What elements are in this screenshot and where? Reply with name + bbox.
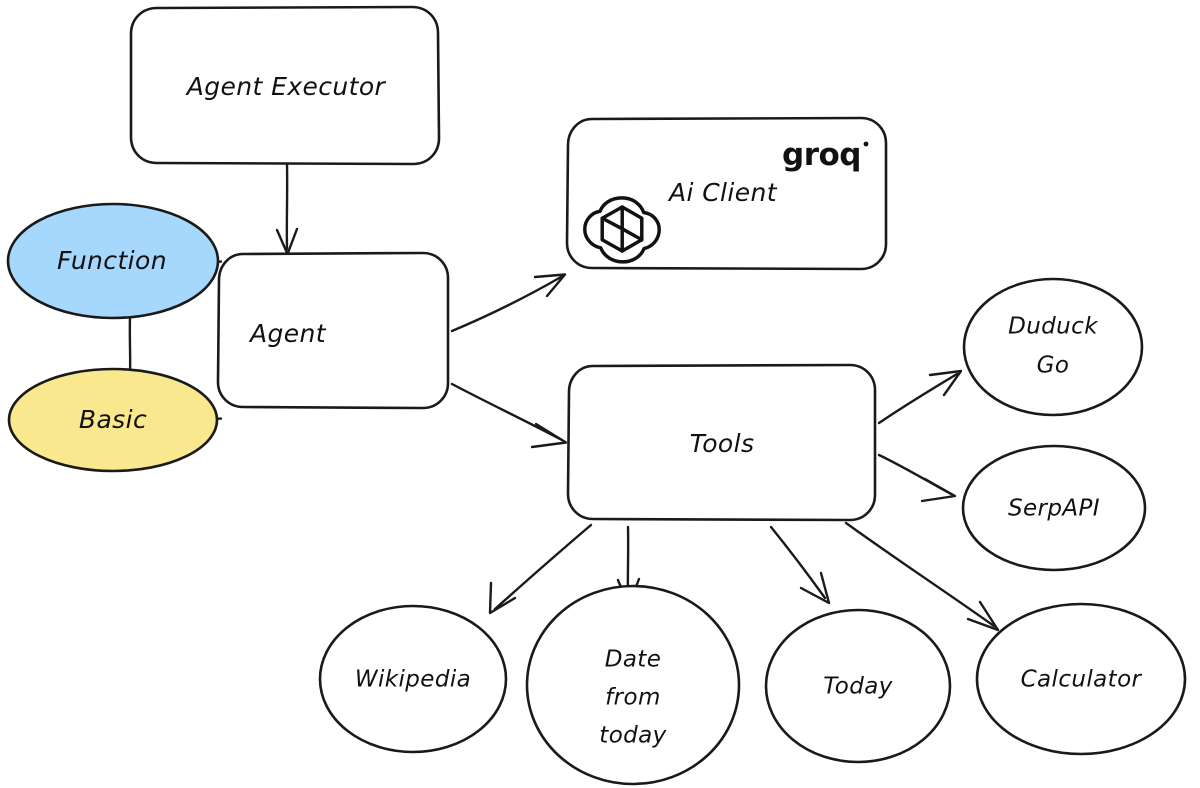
edge-agent-to-ai-client [450, 273, 567, 333]
edge-tools-to-serpapi [877, 453, 957, 503]
node-today[interactable]: Today [764, 608, 952, 764]
node-function[interactable]: Function [6, 202, 220, 320]
node-basic-label: Basic [79, 405, 147, 434]
edge-tools-to-wikipedia [488, 523, 593, 615]
node-function-label: Function [57, 246, 167, 275]
node-today-label: Today [823, 674, 893, 700]
groq-logo-dot [863, 141, 869, 147]
node-tools-label: Tools [690, 429, 755, 458]
node-date-from-today-label-line-1: Date [605, 647, 662, 673]
node-ai-client[interactable]: groq Ai Client [565, 116, 888, 271]
openai-logo [583, 196, 661, 264]
edge-tools-to-duduck-go [877, 369, 963, 425]
node-duduck-go-label-line-2: Go [1037, 353, 1070, 379]
node-agent-executor-label: Agent Executor [185, 72, 387, 101]
node-wikipedia-label: Wikipedia [355, 667, 471, 693]
node-agent-executor[interactable]: Agent Executor [129, 5, 441, 166]
edge-tools-to-calculator [844, 521, 1000, 632]
node-basic[interactable]: Basic [7, 367, 219, 473]
node-serpapi-label: SerpAPI [1008, 496, 1100, 522]
node-serpapi[interactable]: SerpAPI [961, 444, 1147, 572]
edge-tools-to-today [769, 525, 831, 605]
node-agent-label: Agent [248, 319, 327, 348]
node-calculator[interactable]: Calculator [975, 602, 1187, 756]
node-date-from-today[interactable]: Date from today [525, 584, 741, 786]
node-date-from-today-label-line-2: from [605, 685, 661, 711]
node-agent[interactable]: Agent [216, 251, 450, 410]
edge-agent-to-tools [450, 382, 568, 449]
node-tools[interactable]: Tools [566, 363, 877, 522]
node-calculator-label: Calculator [1021, 667, 1143, 693]
edge-agent-executor-to-agent [275, 162, 299, 256]
groq-logo: groq [782, 137, 861, 173]
node-duduck-go-label-line-1: Duduck [1008, 314, 1099, 340]
node-wikipedia[interactable]: Wikipedia [318, 604, 508, 754]
node-date-from-today-label-line-3: today [599, 723, 666, 749]
node-duduck-go[interactable]: Duduck Go [962, 277, 1144, 417]
node-ai-client-label: Ai Client [667, 178, 778, 207]
